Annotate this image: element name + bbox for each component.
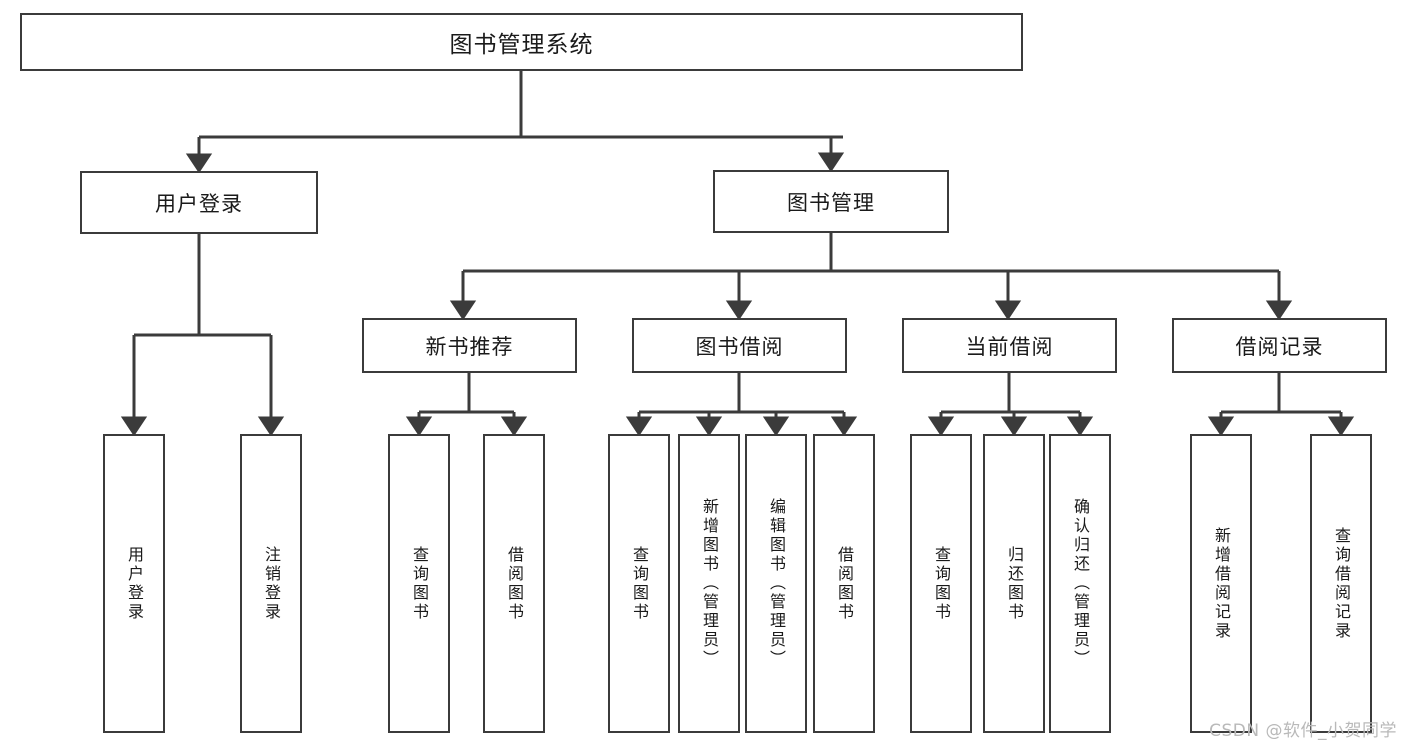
node-book-borrow-label: 图书借阅 [695, 334, 784, 359]
node-leaf-borrow-book-newbook[interactable]: 借阅图书 [483, 434, 545, 733]
node-leaf-confirm-return-admin[interactable]: 确认归还（管理员） [1049, 434, 1111, 733]
node-leaf-edit-book-admin-label: 编辑图书（管理员） [767, 498, 786, 669]
node-leaf-query-book-newbook[interactable]: 查询图书 [388, 434, 450, 733]
node-leaf-query-book-borrow-label: 查询图书 [630, 545, 649, 622]
node-user-login-label: 用户登录 [155, 191, 243, 216]
node-book-management-label: 图书管理 [787, 190, 875, 215]
node-leaf-borrow-book-label: 借阅图书 [835, 545, 854, 622]
node-leaf-query-book-current-label: 查询图书 [932, 545, 951, 622]
node-current-borrow[interactable]: 当前借阅 [902, 318, 1117, 373]
node-user-login[interactable]: 用户登录 [80, 171, 318, 234]
node-new-book-recommend-label: 新书推荐 [425, 334, 514, 359]
node-leaf-query-borrow-record[interactable]: 查询借阅记录 [1310, 434, 1372, 733]
node-root-label: 图书管理系统 [449, 32, 594, 58]
node-leaf-add-borrow-record[interactable]: 新增借阅记录 [1190, 434, 1252, 733]
node-leaf-borrow-book-newbook-label: 借阅图书 [505, 545, 524, 622]
node-leaf-add-book-admin[interactable]: 新增图书（管理员） [678, 434, 740, 733]
node-leaf-add-book-admin-label: 新增图书（管理员） [700, 498, 719, 669]
node-book-management[interactable]: 图书管理 [713, 170, 949, 233]
csdn-watermark: CSDN @软件_小贺同学 [1209, 721, 1397, 741]
node-root[interactable]: 图书管理系统 [20, 13, 1023, 71]
node-leaf-query-book-borrow[interactable]: 查询图书 [608, 434, 670, 733]
node-leaf-logout[interactable]: 注销登录 [240, 434, 302, 733]
node-borrow-record[interactable]: 借阅记录 [1172, 318, 1387, 373]
node-leaf-user-login[interactable]: 用户登录 [103, 434, 165, 733]
node-book-borrow[interactable]: 图书借阅 [632, 318, 847, 373]
node-leaf-return-book[interactable]: 归还图书 [983, 434, 1045, 733]
node-leaf-confirm-return-admin-label: 确认归还（管理员） [1071, 498, 1090, 669]
node-leaf-edit-book-admin[interactable]: 编辑图书（管理员） [745, 434, 807, 733]
node-leaf-return-book-label: 归还图书 [1005, 545, 1024, 622]
node-borrow-record-label: 借阅记录 [1235, 334, 1324, 359]
node-leaf-query-book-newbook-label: 查询图书 [410, 545, 429, 622]
node-current-borrow-label: 当前借阅 [965, 334, 1054, 359]
node-leaf-add-borrow-record-label: 新增借阅记录 [1212, 526, 1231, 641]
node-leaf-logout-label: 注销登录 [262, 545, 281, 622]
node-leaf-user-login-label: 用户登录 [125, 545, 144, 622]
node-leaf-borrow-book[interactable]: 借阅图书 [813, 434, 875, 733]
node-leaf-query-borrow-record-label: 查询借阅记录 [1332, 526, 1351, 641]
node-new-book-recommend[interactable]: 新书推荐 [362, 318, 577, 373]
node-leaf-query-book-current[interactable]: 查询图书 [910, 434, 972, 733]
